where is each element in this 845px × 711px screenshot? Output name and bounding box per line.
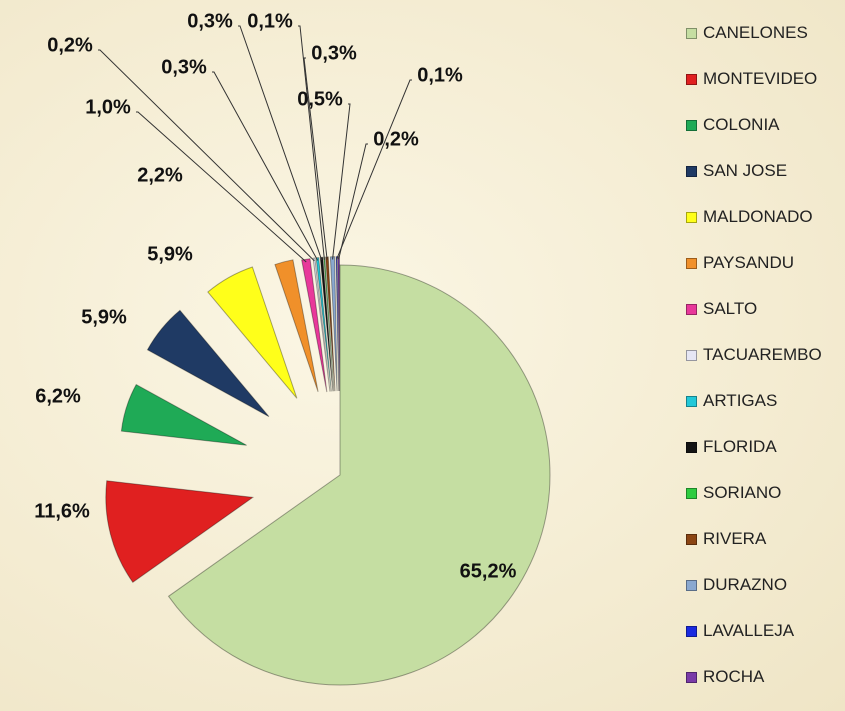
legend-label: CANELONES (703, 23, 808, 42)
pie-slice-canelones (167, 264, 551, 686)
legend-swatch (686, 73, 697, 85)
data-label: 0,2% (47, 34, 93, 56)
legend-item: ARTIGAS (686, 378, 842, 424)
data-label: 0,1% (417, 64, 463, 86)
pie-slice-florida (319, 256, 334, 392)
leader-line (332, 103, 351, 260)
legend-swatch (686, 349, 697, 361)
leader-line (212, 71, 319, 261)
legend-swatch (686, 211, 697, 223)
legend-item: ROCHA (686, 654, 842, 700)
leader-line (98, 49, 315, 262)
legend-label: SAN JOSE (703, 161, 788, 180)
legend-swatch (686, 303, 697, 315)
legend-label: TACUAREMBO (703, 345, 822, 364)
legend-item: PAYSANDU (686, 240, 842, 286)
legend-item: SAN JOSE (686, 148, 842, 194)
data-label: 11,6% (34, 500, 90, 522)
pie-slice-montevideo (105, 480, 255, 583)
pie-slice-lavalleja (335, 256, 340, 392)
pie-slice-paysandu (274, 259, 319, 392)
legend-swatch (686, 579, 697, 591)
legend-label: ROCHA (703, 667, 765, 686)
legend-item: LAVALLEJA (686, 608, 842, 654)
data-label: 5,9% (81, 306, 127, 328)
legend-swatch (686, 395, 697, 407)
legend-label: LAVALLEJA (703, 621, 795, 640)
leader-line (338, 143, 368, 260)
data-label: 5,9% (147, 243, 193, 265)
leader-line (136, 111, 307, 263)
pie-slice-salto (301, 258, 328, 393)
pie-slice-colonia (120, 383, 247, 446)
data-label: 65,2% (460, 560, 517, 582)
data-label: 0,1% (247, 10, 293, 32)
leader-line (298, 25, 325, 260)
legend-item: MONTEVIDEO (686, 56, 842, 102)
legend-label: PAYSANDU (703, 253, 795, 272)
legend-label: SORIANO (703, 483, 782, 502)
data-label: 6,2% (35, 385, 81, 407)
legend-label: DURAZNO (703, 575, 788, 594)
legend-swatch (686, 27, 697, 39)
legend-item: RIVERA (686, 516, 842, 562)
legend-label: FLORIDA (703, 437, 777, 456)
leader-line (336, 79, 412, 260)
legend-label: SALTO (703, 299, 758, 318)
data-label: 0,3% (161, 56, 207, 78)
legend-label: COLONIA (703, 115, 780, 134)
data-label: 2,2% (137, 164, 183, 186)
pie-slice-maldonado (207, 266, 298, 399)
legend-item: COLONIA (686, 102, 842, 148)
legend-swatch (686, 671, 697, 683)
legend-swatch (686, 625, 697, 637)
legend-swatch (686, 119, 697, 131)
legend-swatch (686, 487, 697, 499)
legend-swatch (686, 533, 697, 545)
legend-label: MONTEVIDEO (703, 69, 818, 88)
legend-item: TACUAREMBO (686, 332, 842, 378)
legend-item: FLORIDA (686, 424, 842, 470)
legend-swatch (686, 165, 697, 177)
legend-item: DURAZNO (686, 562, 842, 608)
legend-swatch (686, 441, 697, 453)
leader-line (303, 57, 328, 260)
legend-item: SORIANO (686, 470, 842, 516)
legend-swatch (686, 257, 697, 269)
data-label: 0,5% (297, 88, 343, 110)
leader-line (238, 25, 323, 261)
data-label: 1,0% (85, 96, 131, 118)
legend-label: MALDONADO (703, 207, 813, 226)
legend-label: ARTIGAS (703, 391, 778, 410)
legend: CANELONES MONTEVIDEO COLONIA SAN JOSE MALDON… (686, 10, 842, 700)
data-label: 0,2% (373, 128, 419, 150)
legend-item: MALDONADO (686, 194, 842, 240)
legend-label: RIVERA (703, 529, 767, 548)
pie-slice-tacuarembo (312, 257, 331, 392)
pie-slice-san-jose (146, 309, 270, 418)
data-label: 0,3% (187, 10, 233, 32)
legend-item: SALTO (686, 286, 842, 332)
legend-item: CANELONES (686, 10, 842, 56)
data-label: 0,3% (311, 42, 357, 64)
